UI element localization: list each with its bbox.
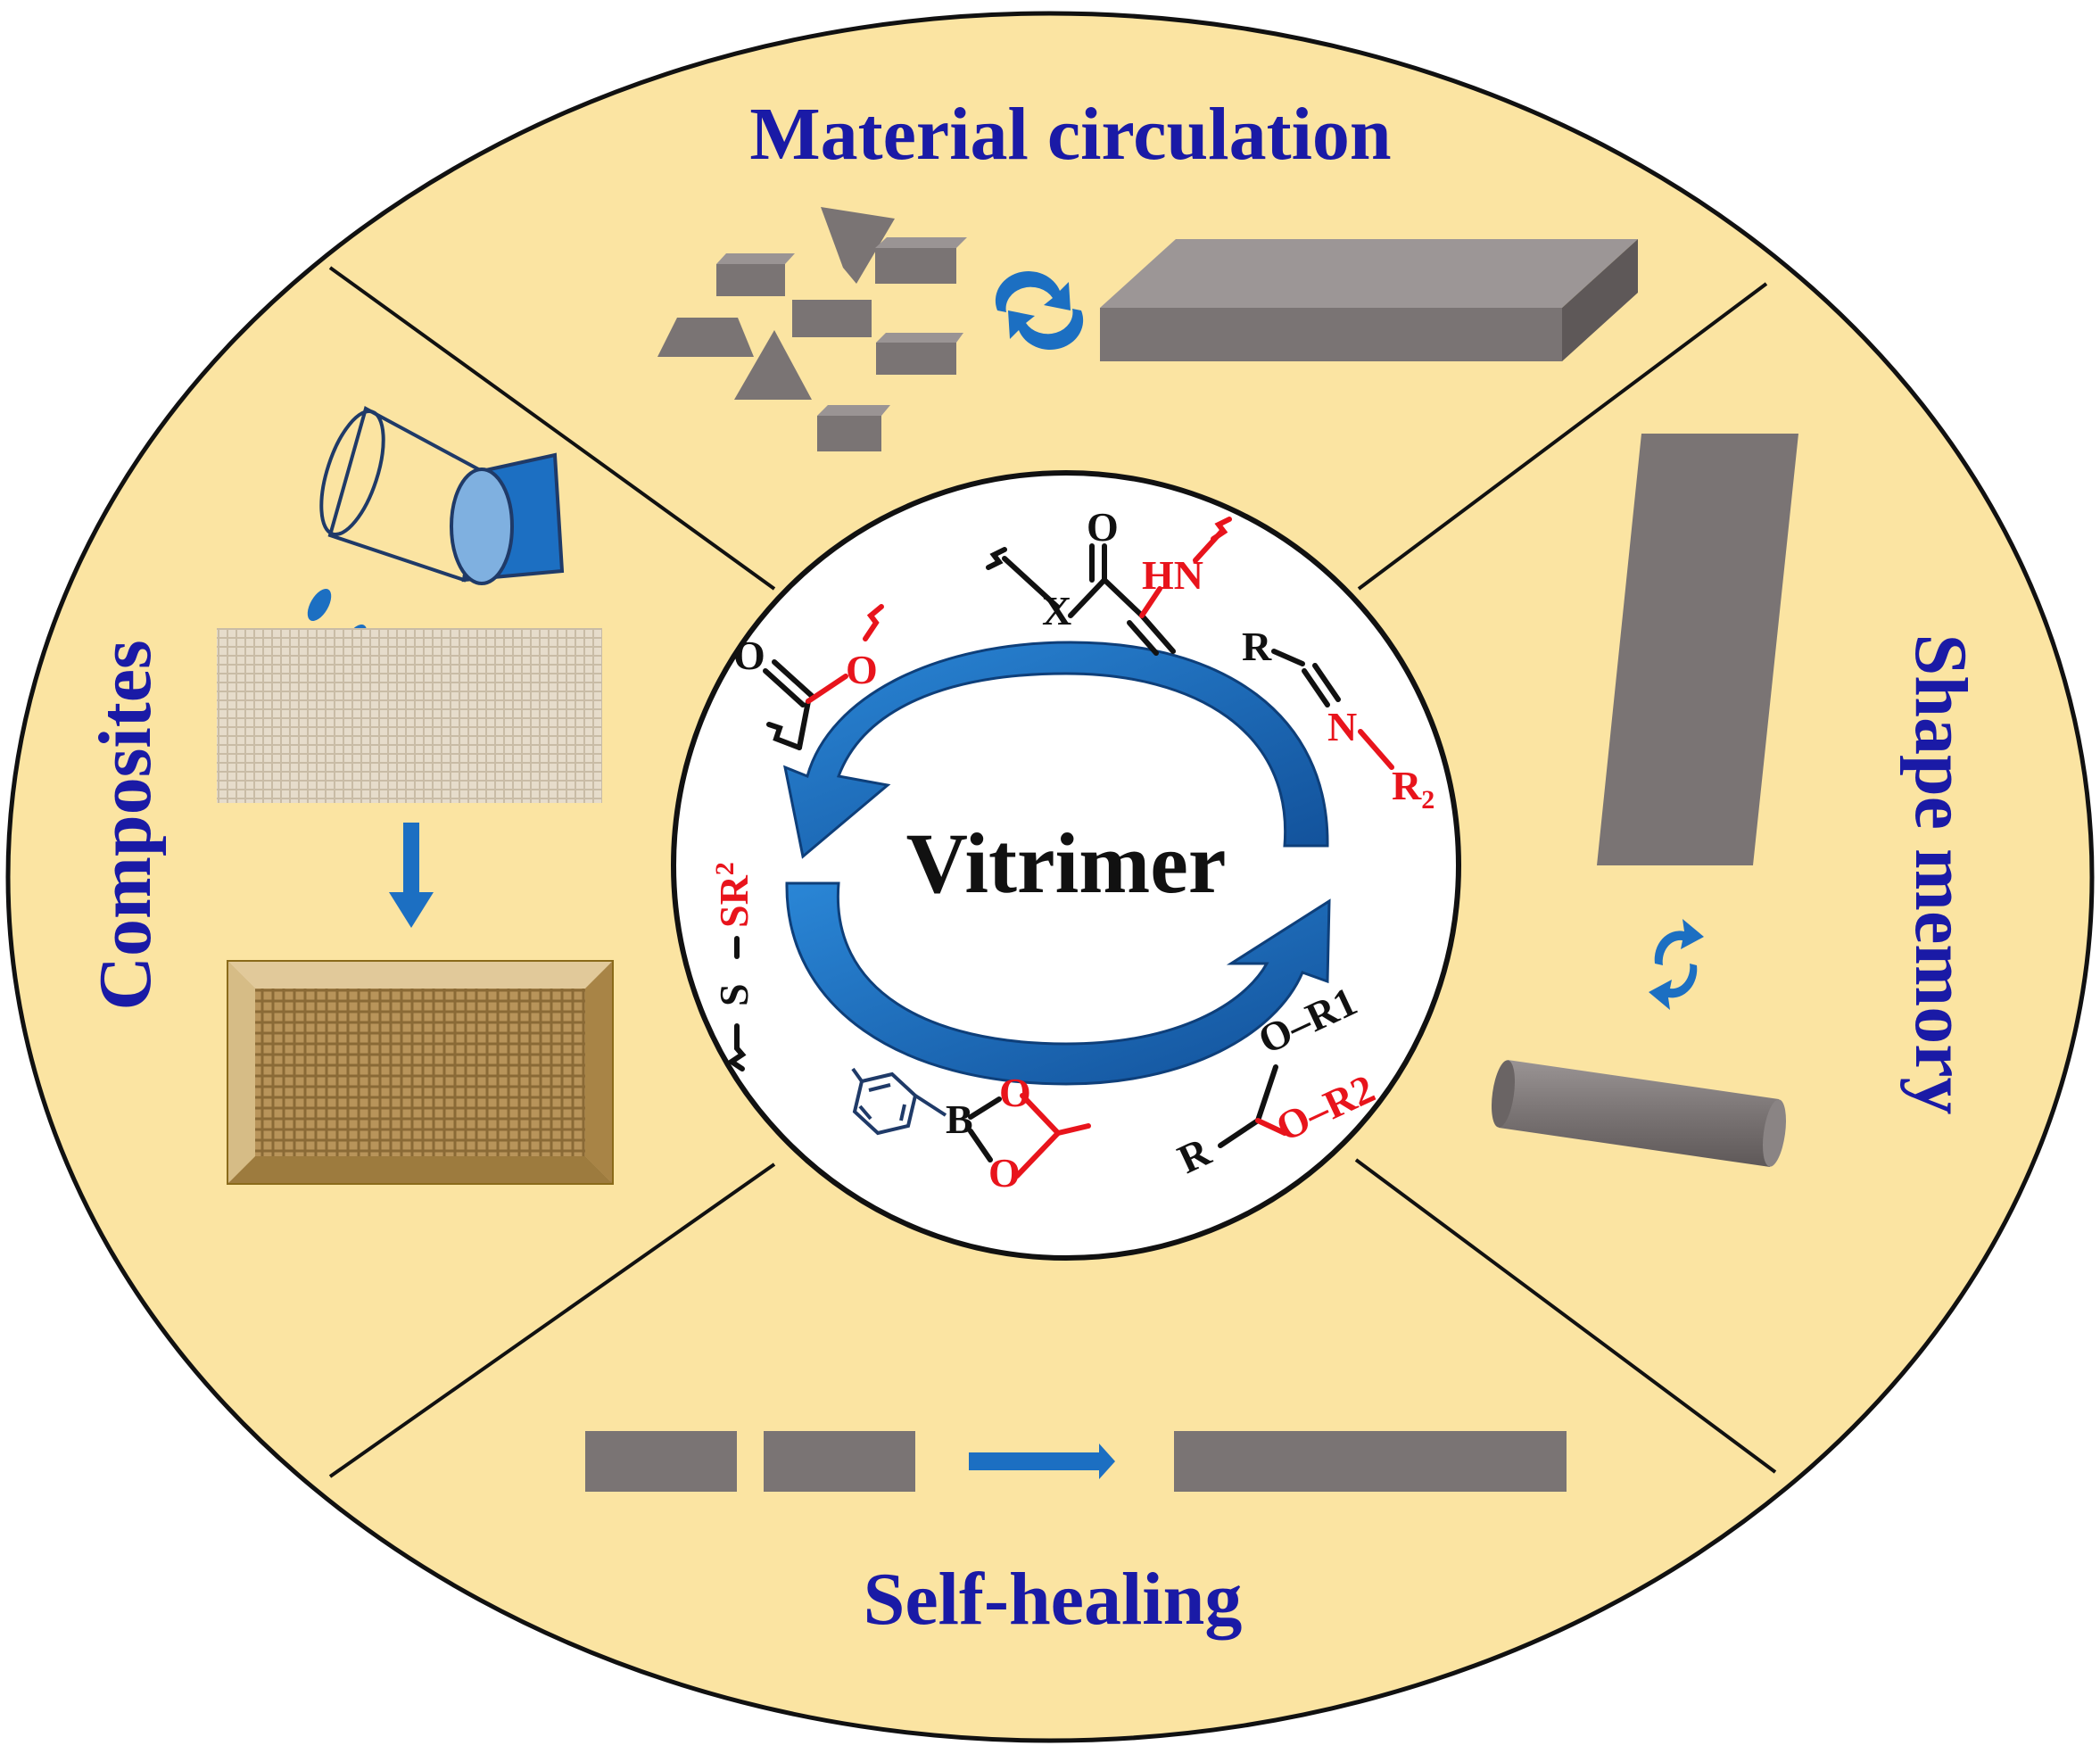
svg-text:R2: R2 [1392,763,1434,815]
cycle-arrows [782,641,1331,1086]
section-dividers [328,266,1777,1478]
down-arrow-icon [389,823,434,928]
fragment [875,248,956,284]
label-self-healing: Self-healing [864,1558,1243,1641]
fragment [716,253,795,264]
svg-text:O: O [988,1150,1021,1196]
label-material-circulation: Material circulation [749,93,1391,176]
material-fragments [657,207,967,451]
svg-text:O: O [846,647,878,692]
chem-ester: O O [733,604,884,750]
imine-r2: R [1392,763,1422,808]
shape-memory-bar-deformed [1491,1060,1787,1167]
svg-text:O: O [999,1070,1031,1115]
chem-disulfide: S SR2 [710,862,756,1071]
disulfide-sr: SR [711,874,756,928]
disulfide-sr-sup: 2 [710,862,740,875]
fragment [817,416,881,451]
composite-panel [227,960,614,1185]
label-composites: Composites [84,640,167,1010]
chem-boronic-ester: B O O [851,1067,1091,1196]
svg-text:B: B [946,1096,973,1142]
fragment [716,264,785,296]
fragment [817,405,890,416]
recycled-slab [1100,239,1638,361]
fragment [876,333,963,343]
svg-text:SR2: SR2 [710,862,756,928]
fragment [876,343,956,375]
svg-text:S: S [711,983,756,1006]
cycle-arrow-upper [782,641,1329,859]
svg-text:O: O [733,633,765,678]
svg-text:R: R [1242,624,1272,669]
svg-text:O: O [1087,504,1119,550]
fragment [657,318,754,357]
healed-bar [1174,1431,1567,1492]
imine-r2-sub: 2 [1421,785,1434,815]
fabric-sheet [217,628,602,803]
healing-piece-right [764,1431,915,1492]
healing-piece-left [585,1431,737,1492]
recycle-arrows-icon [995,271,1084,350]
shape-memory-recycle-icon [1649,919,1704,1010]
label-shape-memory: Shape memory [1899,634,1982,1115]
chem-imine: R N R2 [1242,624,1434,815]
shape-memory-bar-original [1597,434,1798,865]
fragment [821,207,895,284]
inner-circle [671,470,1461,1261]
fragment [792,300,872,337]
healing-arrow-icon [969,1444,1115,1479]
svg-text:N: N [1327,704,1357,749]
fragment [875,237,967,248]
resin-beaker-icon [319,406,565,585]
cycle-arrow-lower [785,881,1331,1086]
center-label: Vitrimer [906,815,1227,911]
chem-vinylogous: X O HN [986,504,1232,656]
fragment [734,330,812,400]
svg-text:X: X [1042,588,1071,633]
